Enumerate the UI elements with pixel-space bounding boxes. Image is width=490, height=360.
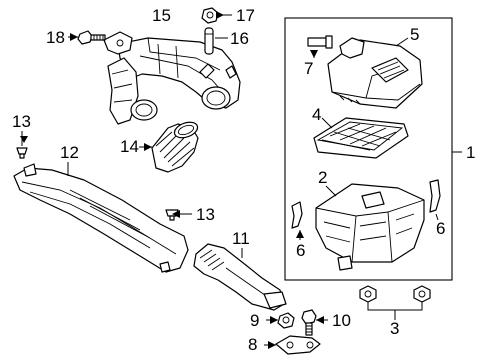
callout-7: 7 bbox=[304, 59, 313, 78]
part-11-inlet-duct bbox=[193, 243, 287, 311]
callout-6-left: 6 bbox=[296, 241, 305, 260]
part-16-tube bbox=[204, 27, 214, 55]
callout-1: 1 bbox=[466, 143, 475, 162]
part-18-bolt bbox=[77, 30, 106, 45]
part-14-hose bbox=[151, 121, 199, 173]
part-9-nut bbox=[277, 312, 295, 329]
callout-10: 10 bbox=[332, 311, 351, 330]
callout-8: 8 bbox=[248, 335, 257, 354]
callout-16: 16 bbox=[230, 29, 249, 48]
callout-4: 4 bbox=[312, 105, 321, 124]
callout-18: 18 bbox=[46, 28, 65, 47]
callout-13-mid: 13 bbox=[196, 205, 215, 224]
callout-3: 3 bbox=[390, 319, 399, 338]
assembly-1-frame bbox=[284, 17, 453, 281]
part-17-nut bbox=[201, 7, 219, 24]
part-6-strap-left bbox=[291, 201, 303, 229]
part-2-housing bbox=[315, 183, 425, 271]
callout-5: 5 bbox=[410, 25, 419, 44]
part-4-filter bbox=[313, 117, 409, 159]
callout-12: 12 bbox=[60, 143, 79, 162]
callout-9: 9 bbox=[250, 311, 259, 330]
callout-15: 15 bbox=[152, 6, 171, 25]
callout-17: 17 bbox=[236, 6, 255, 25]
part-6-strap-right bbox=[429, 179, 441, 213]
part-10-bolt bbox=[301, 309, 317, 336]
part-15-intake-duct bbox=[103, 31, 241, 125]
part-3-grommets bbox=[359, 285, 431, 303]
callout-6-right: 6 bbox=[436, 219, 445, 238]
part-7-sensor bbox=[307, 35, 333, 49]
part-5-cover bbox=[327, 37, 423, 109]
part-13-clip-left bbox=[16, 147, 28, 159]
callout-11: 11 bbox=[232, 229, 250, 248]
callout-13-left: 13 bbox=[12, 112, 31, 131]
part-12-air-guide bbox=[13, 163, 189, 273]
callout-14: 14 bbox=[120, 137, 139, 156]
callout-2: 2 bbox=[318, 168, 327, 187]
part-8-bracket bbox=[275, 335, 321, 355]
